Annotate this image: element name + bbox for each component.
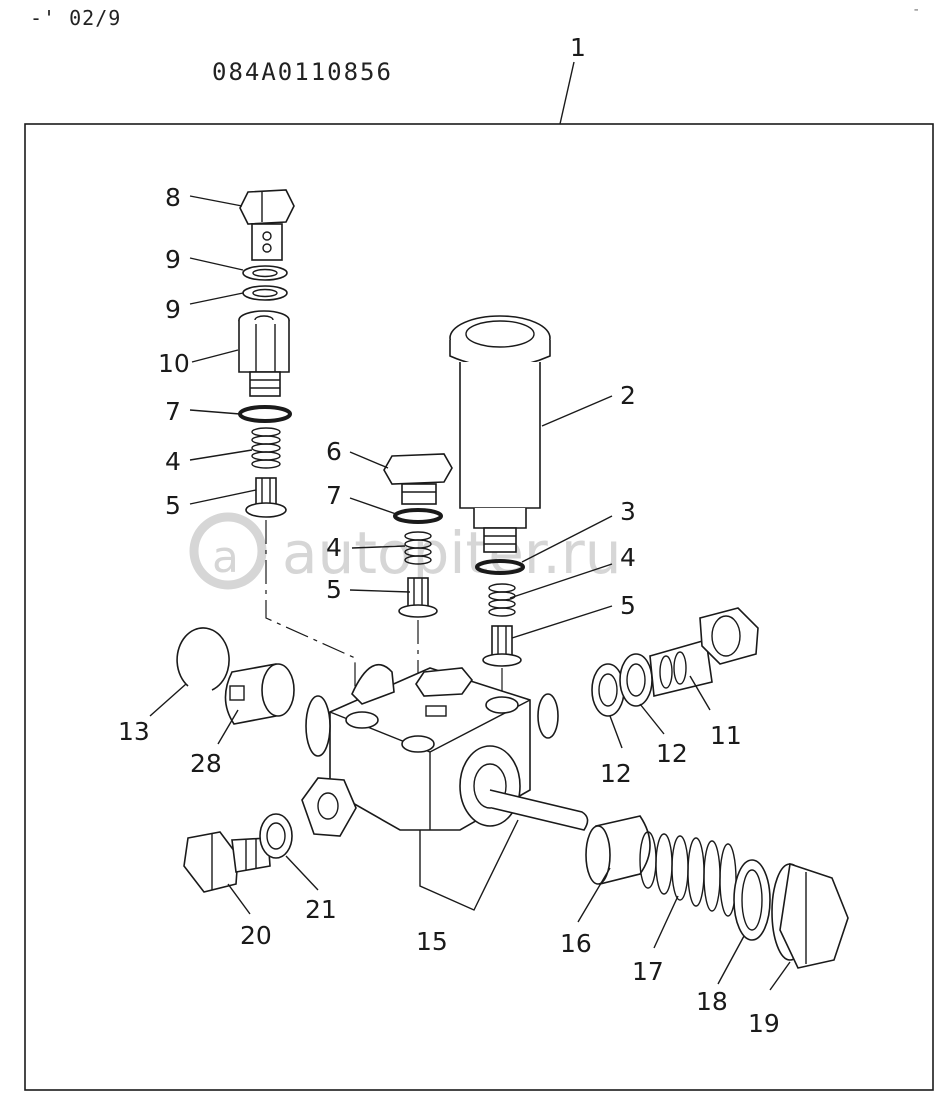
part-5-valve-right [482, 625, 522, 667]
date-code: -' 02/9 [30, 6, 122, 30]
part-8-banjo-bolt [239, 189, 295, 261]
part-7-o-ring-middle [393, 508, 443, 524]
watermark: a autopiter.ru [189, 512, 621, 590]
part-4-spring-right [488, 583, 516, 617]
callout-19: 19 [748, 1009, 780, 1038]
part-21-gasket [259, 813, 293, 859]
pump-shaft [489, 789, 589, 831]
part-5-valve-middle [398, 577, 438, 618]
watermark-logo-icon: a [212, 532, 239, 583]
part-15-pump-body [301, 663, 559, 837]
part-16-piston [585, 815, 651, 886]
callout-15: 15 [416, 927, 448, 956]
part-17-spring [639, 831, 737, 917]
part-7-o-ring-left [238, 405, 292, 423]
callout-2: 2 [620, 381, 636, 410]
part-4-spring-left [251, 427, 281, 469]
part-3-o-ring [475, 559, 525, 575]
callout-1: 1 [570, 33, 586, 62]
callout-10: 10 [158, 349, 190, 378]
callout-20: 20 [240, 921, 272, 950]
callout-6: 6 [326, 437, 342, 466]
callout-4: 4 [165, 447, 181, 476]
part-12-gasket-a [591, 663, 625, 717]
part-5-valve-left [245, 477, 287, 518]
corner-mark: - [912, 2, 921, 18]
callout-5: 5 [620, 591, 636, 620]
part-4-spring-middle [404, 531, 432, 565]
part-2-priming-pump [449, 315, 551, 553]
part-13-snap-ring [176, 627, 230, 691]
callout-17: 17 [632, 957, 664, 986]
part-11-banjo-bolt [649, 607, 759, 697]
part-19-plug [771, 862, 849, 969]
callout-13: 13 [118, 717, 150, 746]
part-6-plug [383, 453, 453, 505]
part-number: 084A0110856 [212, 58, 393, 86]
part-9-washer-lower [242, 285, 288, 301]
callout-16: 16 [560, 929, 592, 958]
callout-5: 5 [165, 491, 181, 520]
callout-4: 4 [326, 533, 342, 562]
callout-9: 9 [165, 245, 181, 274]
leader-lines [149, 61, 791, 991]
callout-18: 18 [696, 987, 728, 1016]
callout-11: 11 [710, 721, 742, 750]
part-9-washer-upper [242, 265, 288, 281]
callout-5: 5 [326, 575, 342, 604]
part-18-gasket [733, 859, 771, 941]
callout-9: 9 [165, 295, 181, 324]
callout-7: 7 [165, 397, 181, 426]
watermark-text: autopiter.ru [282, 519, 621, 587]
callout-4: 4 [620, 543, 636, 572]
callout-12: 12 [600, 759, 632, 788]
part-28-cap [224, 663, 295, 725]
part-20-bolt [183, 831, 271, 893]
callout-8: 8 [165, 183, 181, 212]
callout-28: 28 [190, 749, 222, 778]
callout-7: 7 [326, 481, 342, 510]
assembly-frame [24, 123, 934, 1091]
part-10-connector [238, 310, 290, 397]
callout-12: 12 [656, 739, 688, 768]
callout-21: 21 [305, 895, 337, 924]
part-12-gasket-b [619, 653, 653, 707]
callout-labels: 1 2 3 4 4 4 5 5 5 6 7 7 8 9 9 10 11 12 1… [118, 33, 780, 1038]
callout-3: 3 [620, 497, 636, 526]
